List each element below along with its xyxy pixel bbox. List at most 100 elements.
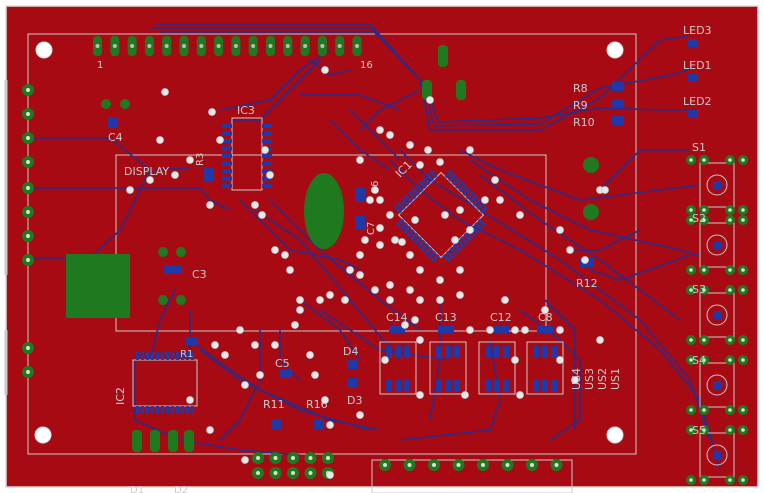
- c3-part: [164, 265, 182, 274]
- ic1-pin: [404, 194, 413, 203]
- c8-label: C8: [538, 311, 553, 324]
- us-sensor-pin: [494, 380, 500, 392]
- switch-pad-drill: [728, 428, 732, 432]
- ic1-pin: [399, 222, 408, 231]
- switch-pad-drill: [702, 158, 706, 162]
- ic3-pin: [222, 131, 232, 136]
- bottom-header-drill: [256, 456, 260, 460]
- mounting-hole-top-right: [606, 41, 624, 59]
- ic2-pin: [141, 352, 144, 360]
- via: [161, 88, 169, 96]
- header-pin-drill: [285, 44, 290, 48]
- ic3-pin: [222, 169, 232, 173]
- ic1-pin: [453, 243, 462, 252]
- us-sensor-pin: [494, 346, 500, 358]
- ic2-bottom-pad: [150, 430, 160, 452]
- ic1-pin: [476, 201, 485, 211]
- ic1-pin: [460, 236, 469, 245]
- switch-outline: [699, 162, 735, 208]
- switch-pad-drill: [689, 428, 693, 432]
- us-sensor-outline: [478, 341, 516, 395]
- c3-pad-3: [158, 295, 168, 305]
- c3-pad-1: [158, 247, 168, 257]
- ic1-pin: [465, 190, 475, 200]
- ic2-pin: [156, 406, 159, 414]
- us-sensor-pin: [386, 380, 392, 392]
- bottom-header-drill: [273, 456, 278, 460]
- ic1-pin: [456, 239, 466, 249]
- ic1-pin: [420, 243, 429, 252]
- ic2-pin: [176, 352, 179, 360]
- ic1-pin: [402, 225, 412, 235]
- switch-pad-drill: [702, 218, 706, 222]
- pin-header-16: [93, 36, 362, 56]
- via: [186, 156, 194, 164]
- bottom-header-drill: [308, 456, 313, 460]
- via: [216, 136, 224, 144]
- ic3-pin: [262, 139, 272, 143]
- us-sensor-pin: [551, 380, 557, 392]
- via: [501, 296, 509, 304]
- ic1-pin: [462, 187, 471, 196]
- c8-part: [537, 326, 553, 333]
- via: [411, 316, 419, 324]
- ic3-pin: [262, 131, 272, 136]
- via: [496, 196, 504, 204]
- switch-pad-drill: [689, 268, 693, 272]
- ic2-pin: [151, 406, 154, 414]
- via: [326, 291, 334, 299]
- via: [211, 341, 219, 349]
- ic3-label: IC3: [237, 104, 255, 117]
- ic1-pin: [418, 180, 427, 189]
- switch-pad-drill: [741, 408, 745, 412]
- switch-pad-drill: [702, 478, 706, 482]
- c4-pad-2: [120, 99, 130, 109]
- via: [376, 224, 384, 232]
- via: [541, 306, 549, 314]
- switch-pad-drill: [741, 208, 745, 212]
- us-sensor-pin: [542, 346, 548, 358]
- header-pin-drill: [95, 44, 100, 48]
- switch-pad-drill: [728, 478, 732, 482]
- ic2-pin: [151, 352, 154, 360]
- large-copper-pad: [66, 254, 130, 318]
- via: [406, 286, 414, 294]
- via: [381, 356, 389, 364]
- left-pad-drill: [26, 186, 30, 190]
- ic3-pin: [262, 184, 272, 188]
- c3-pad-2: [176, 247, 186, 257]
- us-sensor-pin: [436, 380, 442, 392]
- left-pad-drill: [26, 234, 30, 238]
- ic2-bottom-pad: [132, 430, 142, 452]
- via: [456, 291, 464, 299]
- via: [326, 471, 334, 479]
- via: [416, 266, 424, 274]
- ic2-bottom-pad: [184, 430, 194, 452]
- switch-pad-drill: [702, 208, 706, 212]
- d2-label: D2: [174, 485, 188, 493]
- via: [156, 136, 164, 144]
- pad-right-1: [583, 157, 599, 173]
- us-sensor-pin: [404, 346, 410, 358]
- switch-pad-drill: [741, 478, 745, 482]
- led1-part: [688, 74, 698, 82]
- header-pin-1-label: 1: [97, 60, 103, 71]
- ic1-pin: [445, 250, 455, 259]
- header-pin-16-label: 16: [360, 60, 373, 71]
- ic1-pin: [455, 180, 464, 189]
- via: [186, 396, 194, 404]
- left-pad-drill: [26, 160, 30, 164]
- ic2-pin: [181, 406, 184, 414]
- via: [556, 356, 564, 364]
- r11-part: [271, 419, 281, 429]
- ic2-pin: [186, 352, 189, 360]
- ic3-pin: [222, 184, 232, 188]
- via: [296, 296, 304, 304]
- via: [461, 391, 469, 399]
- via: [281, 251, 289, 259]
- vias: [126, 66, 609, 479]
- ic2-pin: [161, 406, 164, 414]
- via: [376, 241, 384, 249]
- ic2-pin: [191, 406, 194, 414]
- ic1-pin: [472, 198, 482, 207]
